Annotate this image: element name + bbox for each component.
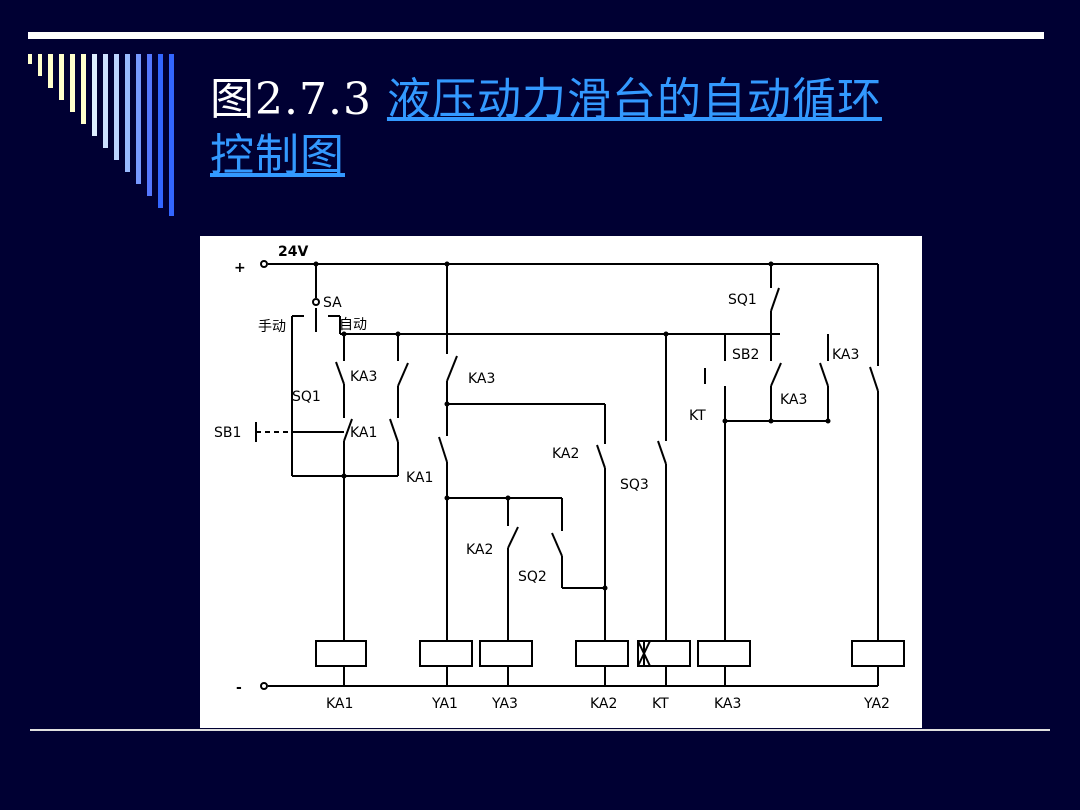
title-link-line1[interactable]: 液压动力滑台的自动循环: [386, 74, 882, 125]
coil-label-ka2: KA2: [590, 696, 617, 712]
ka3-contact-d-label: KA3: [780, 392, 807, 408]
ka1-contact-label: KA1: [350, 425, 377, 441]
slide-title: 图2.7.3 液压动力滑台的自动循环 控制图: [210, 72, 1050, 184]
sq2-label: SQ2: [518, 569, 547, 585]
ka3-contact-a-label: KA3: [350, 369, 377, 385]
coil-label-ya2: YA2: [863, 696, 890, 712]
coil-label-ka3: KA3: [714, 696, 741, 712]
voltage-label: 24V: [278, 244, 308, 260]
coil-label-ya1: YA1: [431, 696, 458, 712]
decorative-stripes: [28, 54, 174, 216]
ka2-contact2-label: KA2: [466, 542, 493, 558]
top-rule: [28, 32, 1044, 39]
auto-label: 自动: [339, 317, 367, 333]
bottom-rule: [30, 729, 1050, 731]
sb1-label: SB1: [214, 425, 241, 441]
sq1-left-label: SQ1: [292, 389, 321, 405]
supply-plus-label: +: [234, 260, 246, 276]
coil-label-kt: KT: [652, 696, 669, 712]
coil-label-ka1: KA1: [326, 696, 353, 712]
title-prefix: 图2.7.3: [210, 74, 387, 125]
coil-label-ya3: YA3: [491, 696, 518, 712]
sa-label: SA: [323, 295, 342, 311]
manual-label: 手动: [258, 319, 286, 335]
ka1-contact2-label: KA1: [406, 470, 433, 486]
ka3-contact-b-label: KA3: [468, 371, 495, 387]
circuit-diagram: + - 24V SA 手动 自动 SQ1 SB1 KA3 KA1 KA3 KA1…: [200, 236, 922, 728]
sq3-label: SQ3: [620, 477, 649, 493]
kt-contact-label: KT: [689, 408, 706, 424]
sb2-label: SB2: [732, 347, 759, 363]
sq1-right-label: SQ1: [728, 292, 757, 308]
title-link-line2[interactable]: 控制图: [210, 130, 345, 181]
ka3-contact-c-label: KA3: [832, 347, 859, 363]
ka2-contact-label: KA2: [552, 446, 579, 462]
supply-minus-label: -: [236, 680, 242, 696]
